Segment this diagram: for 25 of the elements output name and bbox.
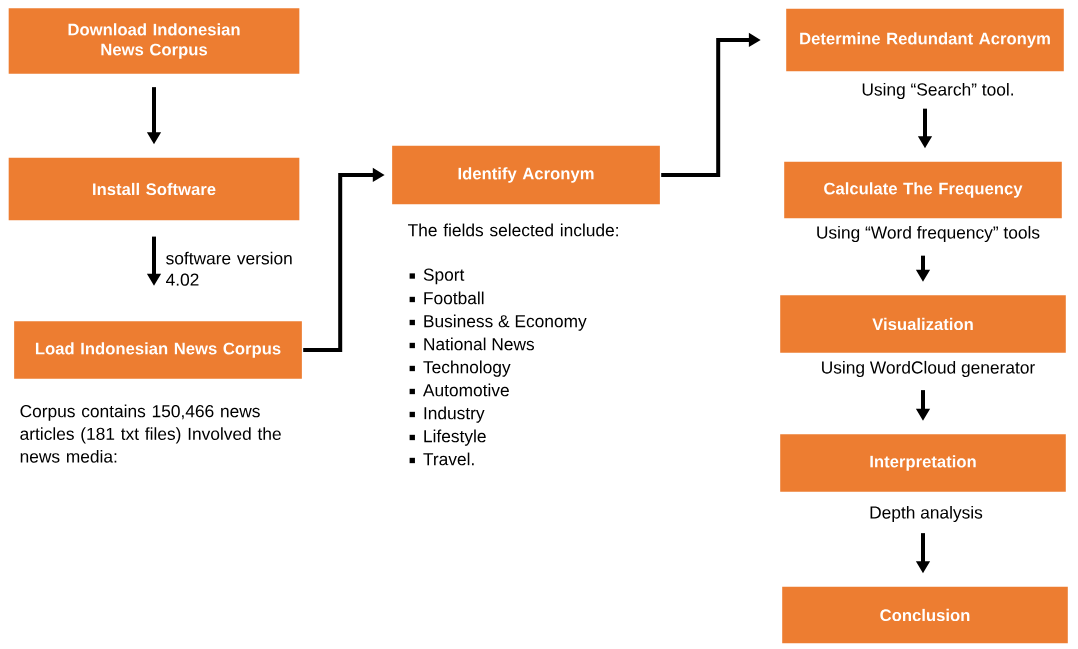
note-text: Using “Search” tool.: [862, 82, 1013, 100]
list-item: Travel.: [409, 452, 474, 466]
process-box: Interpretation: [778, 432, 1068, 494]
process-box: Download Indonesian News Corpus: [7, 6, 301, 76]
list-item: Technology: [409, 360, 511, 377]
note-text: Depth analysis: [870, 505, 983, 523]
list-item: Business & Economy: [409, 314, 587, 331]
process-box: Load Indonesian News Corpus: [12, 319, 304, 381]
list-item: National News: [409, 337, 535, 351]
list-item: Sport: [409, 268, 465, 285]
list-item: Industry: [409, 406, 485, 423]
note-text: Using WordCloud generator: [822, 360, 1035, 378]
note-text: Using “Word frequency” tools: [817, 225, 1040, 243]
process-box: Conclusion: [780, 585, 1070, 645]
process-box: Identify Acronym: [390, 144, 662, 206]
process-box: Install Software: [7, 156, 301, 222]
list-item: Automotive: [409, 383, 509, 397]
process-box: Calculate The Frequency: [782, 160, 1064, 220]
list-item: Football: [409, 291, 484, 305]
process-box: Determine Redundant Acronym: [784, 7, 1066, 73]
list-item: Lifestyle: [409, 429, 486, 446]
edge-label: software version 4.02: [166, 251, 292, 286]
note-text: Corpus contains 150,466 news articles (181 txt files) Involved the news media:: [20, 404, 281, 463]
process-box: Visualization: [778, 293, 1068, 355]
note-text: The fields selected include:: [408, 223, 618, 237]
